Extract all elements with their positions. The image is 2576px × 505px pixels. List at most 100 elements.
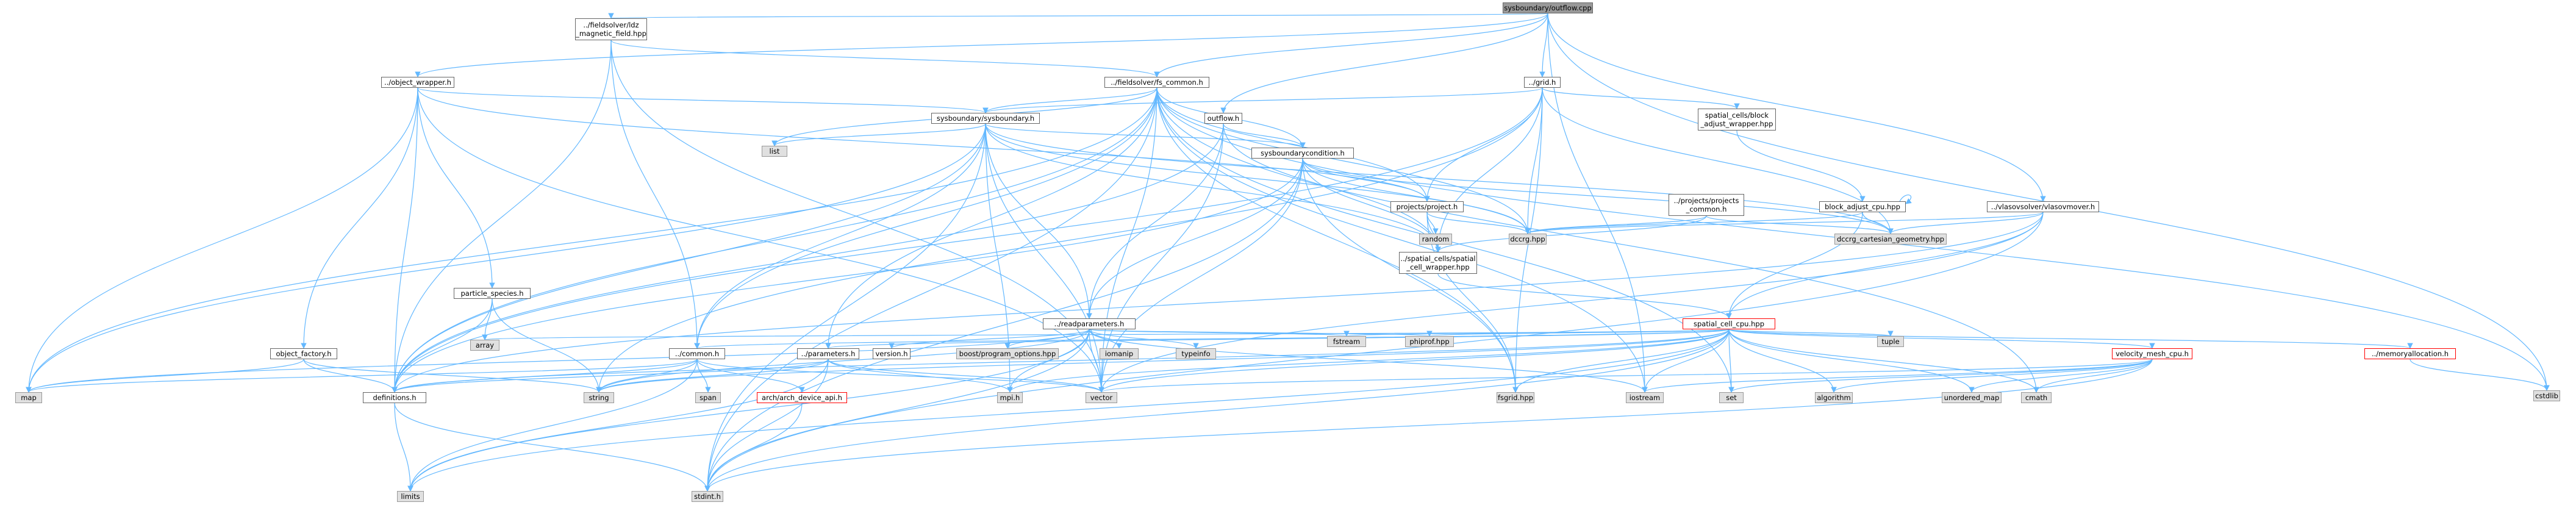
edge-root-to-fs-common xyxy=(1154,13,1548,77)
node-projects-common[interactable]: ../projects/projects _common.h xyxy=(1669,194,1744,216)
node-root: sysboundary/outflow.cpp xyxy=(1503,2,1593,13)
edge-root-to-magnetic xyxy=(610,12,1548,19)
edge-projects-common-to-dccrg-cart xyxy=(1706,215,1894,234)
edge-sysboundarycondition-to-dccrg xyxy=(1302,158,1531,234)
edge-sysboundarycondition-to-stdint xyxy=(704,158,1303,492)
edge-fs-common-to-common-h xyxy=(694,87,1157,349)
edge-spatial-cell-cpu-to-iostream xyxy=(1642,329,1730,393)
node-version-h[interactable]: version.h xyxy=(873,348,911,359)
edge-object-wrapper-to-sysboundary-h xyxy=(417,87,989,113)
edge-projects-project-to-dccrg xyxy=(1426,212,1531,234)
edge-grid-to-definitions xyxy=(392,87,1543,393)
edge-readparameters-to-phiprof xyxy=(1089,329,1432,337)
node-spatial-cell-cpu[interactable]: spatial_cell_cpu.hpp xyxy=(1683,318,1775,329)
node-velocity-mesh[interactable]: velocity_mesh_cpu.h xyxy=(2112,348,2192,359)
node-vlasovmover[interactable]: ../vlasovsolver/vlasovmover.h xyxy=(1987,201,2099,212)
edge-vlasovmover-to-vector xyxy=(1098,212,2044,393)
edge-sysboundary-h-to-dccrg xyxy=(985,123,1531,234)
node-spatial-wrapper[interactable]: ../spatial_cells/spatial _cell_wrapper.h… xyxy=(1399,252,1477,274)
edge-sysboundary-h-to-vector xyxy=(985,123,1104,393)
edge-block-adjust-cpu-to-block-adjust-cpu xyxy=(1899,195,1912,204)
node-object-wrapper[interactable]: ../object_wrapper.h xyxy=(381,77,454,88)
edge-sysboundary-h-to-readparameters xyxy=(985,123,1092,319)
edge-vlasovmover-to-definitions xyxy=(392,212,2044,393)
edge-fs-common-to-sysboundary-h xyxy=(982,87,1157,113)
node-set: set xyxy=(1719,392,1744,403)
edge-sysboundary-h-to-map xyxy=(26,123,986,393)
edge-object-wrapper-to-definitions xyxy=(392,87,418,393)
node-object-factory[interactable]: object_factory.h xyxy=(270,348,337,359)
node-outflow-h[interactable]: outflow.h xyxy=(1204,113,1242,124)
edges-layer xyxy=(26,12,2550,492)
node-stdint: stdint.h xyxy=(692,491,723,502)
edge-object-wrapper-to-projects-project xyxy=(417,87,1430,202)
edge-outflow-h-to-spatial-wrapper xyxy=(1223,123,1441,253)
node-tuple: tuple xyxy=(1877,336,1904,347)
edge-velocity-mesh-to-set xyxy=(1728,359,2153,393)
node-block-adjust-wrap[interactable]: spatial_cells/block _adjust_wrapper.hpp xyxy=(1698,109,1776,131)
edge-common-h-to-definitions xyxy=(392,359,698,393)
edge-fs-common-to-iostream xyxy=(1156,87,1648,393)
node-unordered-map: unordered_map xyxy=(1942,392,2002,403)
edge-fs-common-to-dccrg xyxy=(1156,87,1531,234)
edge-object-wrapper-to-vector xyxy=(417,87,1104,393)
edge-readparameters-to-typeinfo xyxy=(1089,329,1199,349)
node-definitions[interactable]: definitions.h xyxy=(363,392,426,403)
edge-sysboundarycondition-to-projects-project xyxy=(1302,158,1430,202)
edge-block-adjust-cpu-to-spatial-cell-cpu xyxy=(1726,212,1863,319)
edge-parameters-h-to-definitions xyxy=(392,359,829,393)
edge-object-factory-to-string xyxy=(303,359,602,393)
node-algorithm: algorithm xyxy=(1815,392,1853,403)
node-parameters-h[interactable]: ../parameters.h xyxy=(797,348,859,359)
edge-sysboundarycondition-to-readparameters xyxy=(1086,158,1303,319)
edge-sysboundarycondition-to-dccrg-cart xyxy=(1302,158,1894,234)
node-arch-device[interactable]: arch/arch_device_api.h xyxy=(757,392,847,403)
node-common-h[interactable]: ../common.h xyxy=(669,348,725,359)
edge-outflow-h-to-readparameters xyxy=(1086,123,1224,319)
edge-velocity-mesh-to-algorithm xyxy=(1831,359,2153,393)
edge-sysboundary-h-to-sysboundarycondition xyxy=(985,123,1306,148)
edge-spatial-cell-cpu-to-stdint xyxy=(704,329,1730,492)
edge-grid-to-dccrg xyxy=(1525,87,1543,234)
edge-spatial-cell-cpu-to-memoryallocation xyxy=(1728,329,2413,349)
node-fs-common[interactable]: ../fieldsolver/fs_common.h xyxy=(1104,77,1209,88)
edge-object-factory-to-map xyxy=(26,359,304,393)
node-particle-species[interactable]: particle_species.h xyxy=(454,288,531,299)
edge-sysboundary-h-to-stdint xyxy=(704,123,986,492)
edge-vlasovmover-to-dccrg xyxy=(1525,212,2044,234)
edge-vlasovmover-to-stdint xyxy=(704,212,2044,492)
edge-spatial-cell-cpu-to-unordered-map xyxy=(1728,329,1975,393)
edge-outflow-h-to-definitions xyxy=(392,123,1224,393)
edge-readparameters-to-version-h xyxy=(889,329,1090,349)
edge-spatial-cell-cpu-to-velocity-mesh xyxy=(1728,329,2155,349)
node-memoryallocation[interactable]: ../memoryallocation.h xyxy=(2364,348,2456,359)
edge-fs-common-to-parameters-h xyxy=(825,87,1157,349)
edge-outflow-h-to-sysboundarycondition xyxy=(1223,123,1306,148)
edge-object-wrapper-to-object-factory xyxy=(301,87,418,349)
node-readparameters[interactable]: ../readparameters.h xyxy=(1043,318,1136,329)
edge-fs-common-to-cmath xyxy=(1156,87,2039,393)
edge-memoryallocation-to-cstdlib xyxy=(2410,359,2550,391)
node-block-adjust-cpu[interactable]: block_adjust_cpu.hpp xyxy=(1819,201,1906,212)
edge-magnetic-to-definitions xyxy=(392,40,612,393)
edge-parameters-h-to-mpi xyxy=(828,359,1013,393)
node-grid[interactable]: ../grid.h xyxy=(1524,77,1561,88)
node-sysboundarycondition[interactable]: sysboundarycondition.h xyxy=(1251,148,1354,159)
edge-velocity-mesh-to-vector xyxy=(1098,359,2153,393)
node-sysboundary-h[interactable]: sysboundary/sysboundary.h xyxy=(931,113,1040,124)
node-boost-po: boost/program_options.hpp xyxy=(956,348,1059,359)
edge-fs-common-to-stdint xyxy=(704,87,1157,492)
node-projects-project[interactable]: projects/project.h xyxy=(1390,201,1464,212)
node-magnetic[interactable]: ../fieldsolver/ldz _magnetic_field.hpp xyxy=(575,18,647,40)
edge-velocity-mesh-to-iostream xyxy=(1642,359,2153,393)
node-string: string xyxy=(584,392,614,403)
edge-common-h-to-arch-device xyxy=(696,359,805,393)
edge-arch-device-to-stdint xyxy=(704,403,803,492)
edge-projects-common-to-spatial-wrapper xyxy=(1435,215,1707,253)
node-iostream: iostream xyxy=(1626,392,1664,403)
edge-spatial-cell-cpu-to-tuple xyxy=(1728,329,1894,337)
edge-root-to-object-wrapper xyxy=(415,13,1548,77)
edge-spatial-cell-cpu-to-limits xyxy=(407,329,1730,492)
edge-common-h-to-vector xyxy=(696,359,1104,393)
edge-parameters-h-to-stdint xyxy=(704,359,829,492)
